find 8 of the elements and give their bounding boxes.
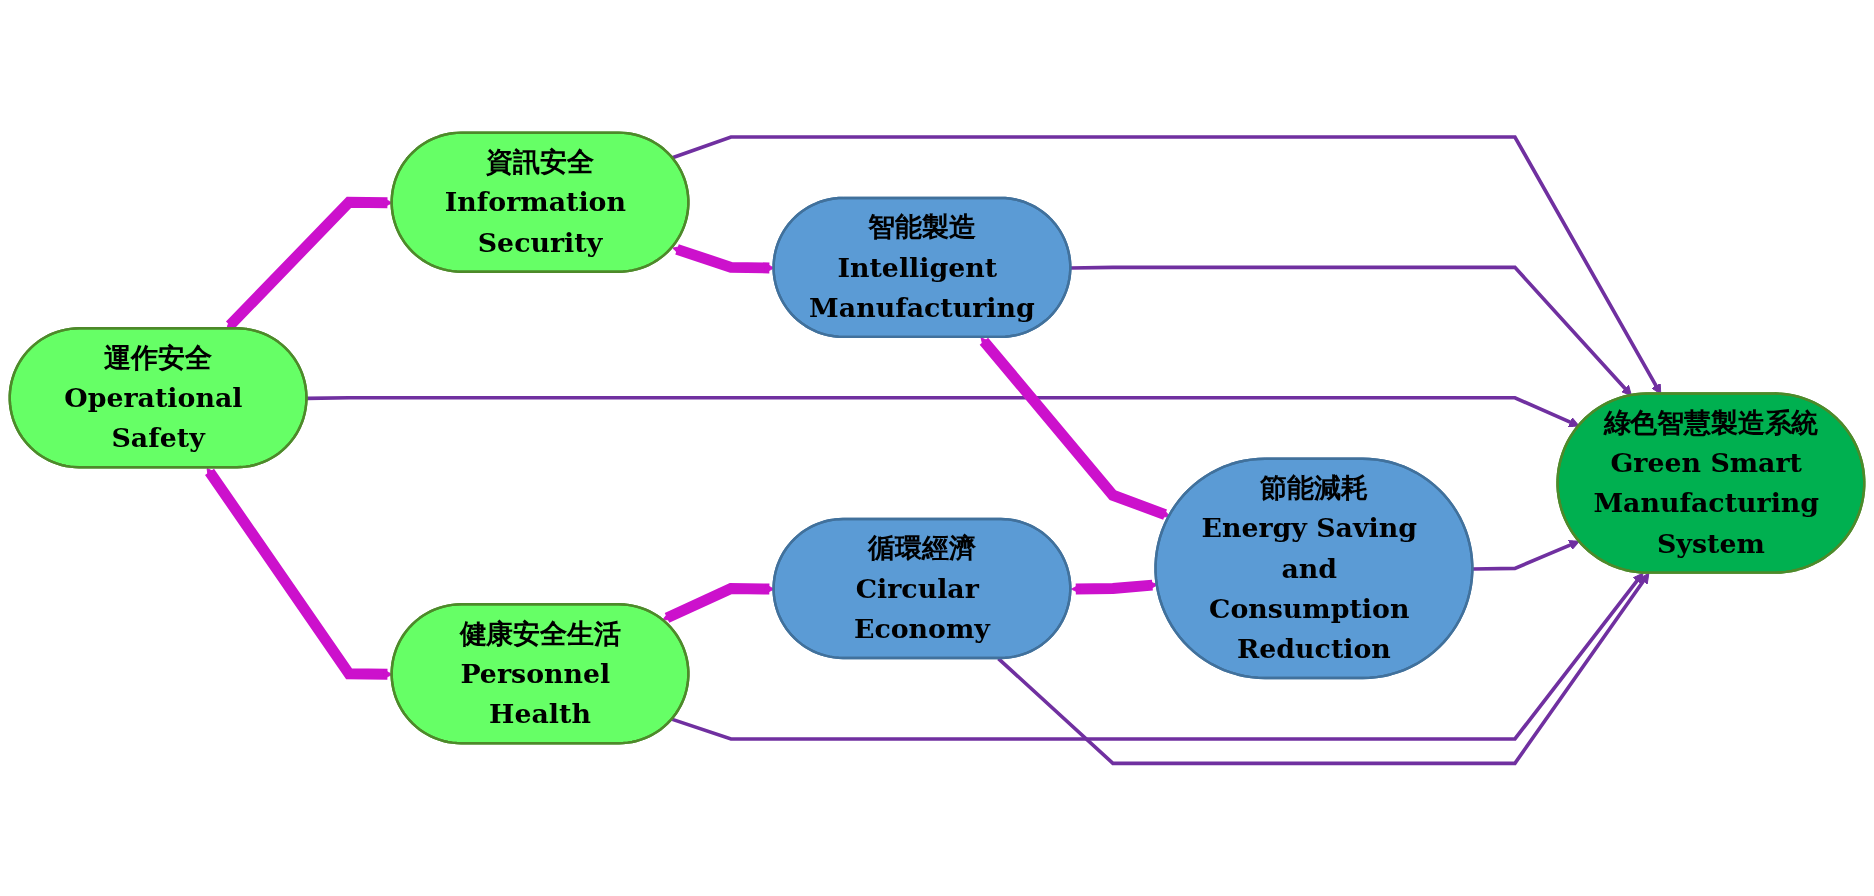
arrow	[671, 572, 1644, 741]
arrow	[307, 395, 1580, 428]
arrow	[1472, 540, 1580, 571]
arrow	[1070, 579, 1158, 595]
arrow	[979, 337, 1171, 520]
arrow	[997, 572, 1650, 766]
arrow	[1070, 265, 1632, 397]
arrow	[671, 135, 1662, 395]
